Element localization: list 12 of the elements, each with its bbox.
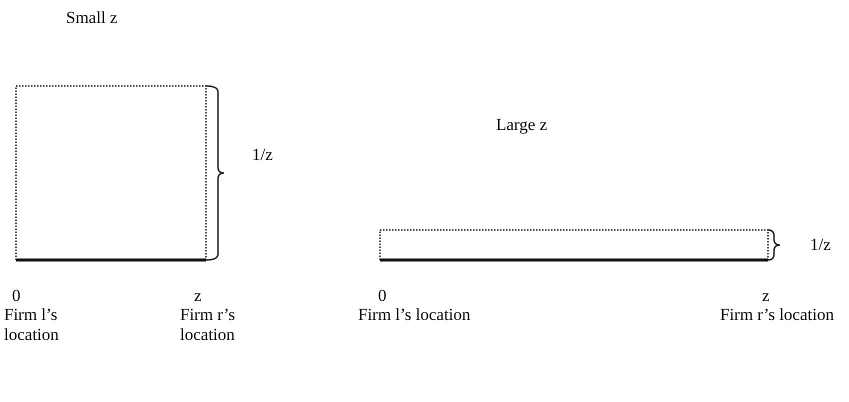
location-label: Firm l’s location bbox=[4, 305, 60, 345]
panel-title: Small z bbox=[66, 8, 118, 28]
tick-label: 0 bbox=[378, 286, 386, 306]
location-label: Firm r’s location bbox=[180, 305, 236, 345]
location-label: Firm l’s location bbox=[358, 305, 470, 325]
location-label: Firm r’s location bbox=[720, 305, 834, 325]
tick-label: 0 bbox=[12, 286, 20, 306]
dimension-label: 1/z bbox=[810, 235, 831, 255]
tick-label: z bbox=[194, 286, 202, 306]
dimension-label: 1/z bbox=[252, 145, 273, 165]
panel-title: Large z bbox=[496, 115, 548, 135]
tick-label: z bbox=[762, 286, 770, 306]
